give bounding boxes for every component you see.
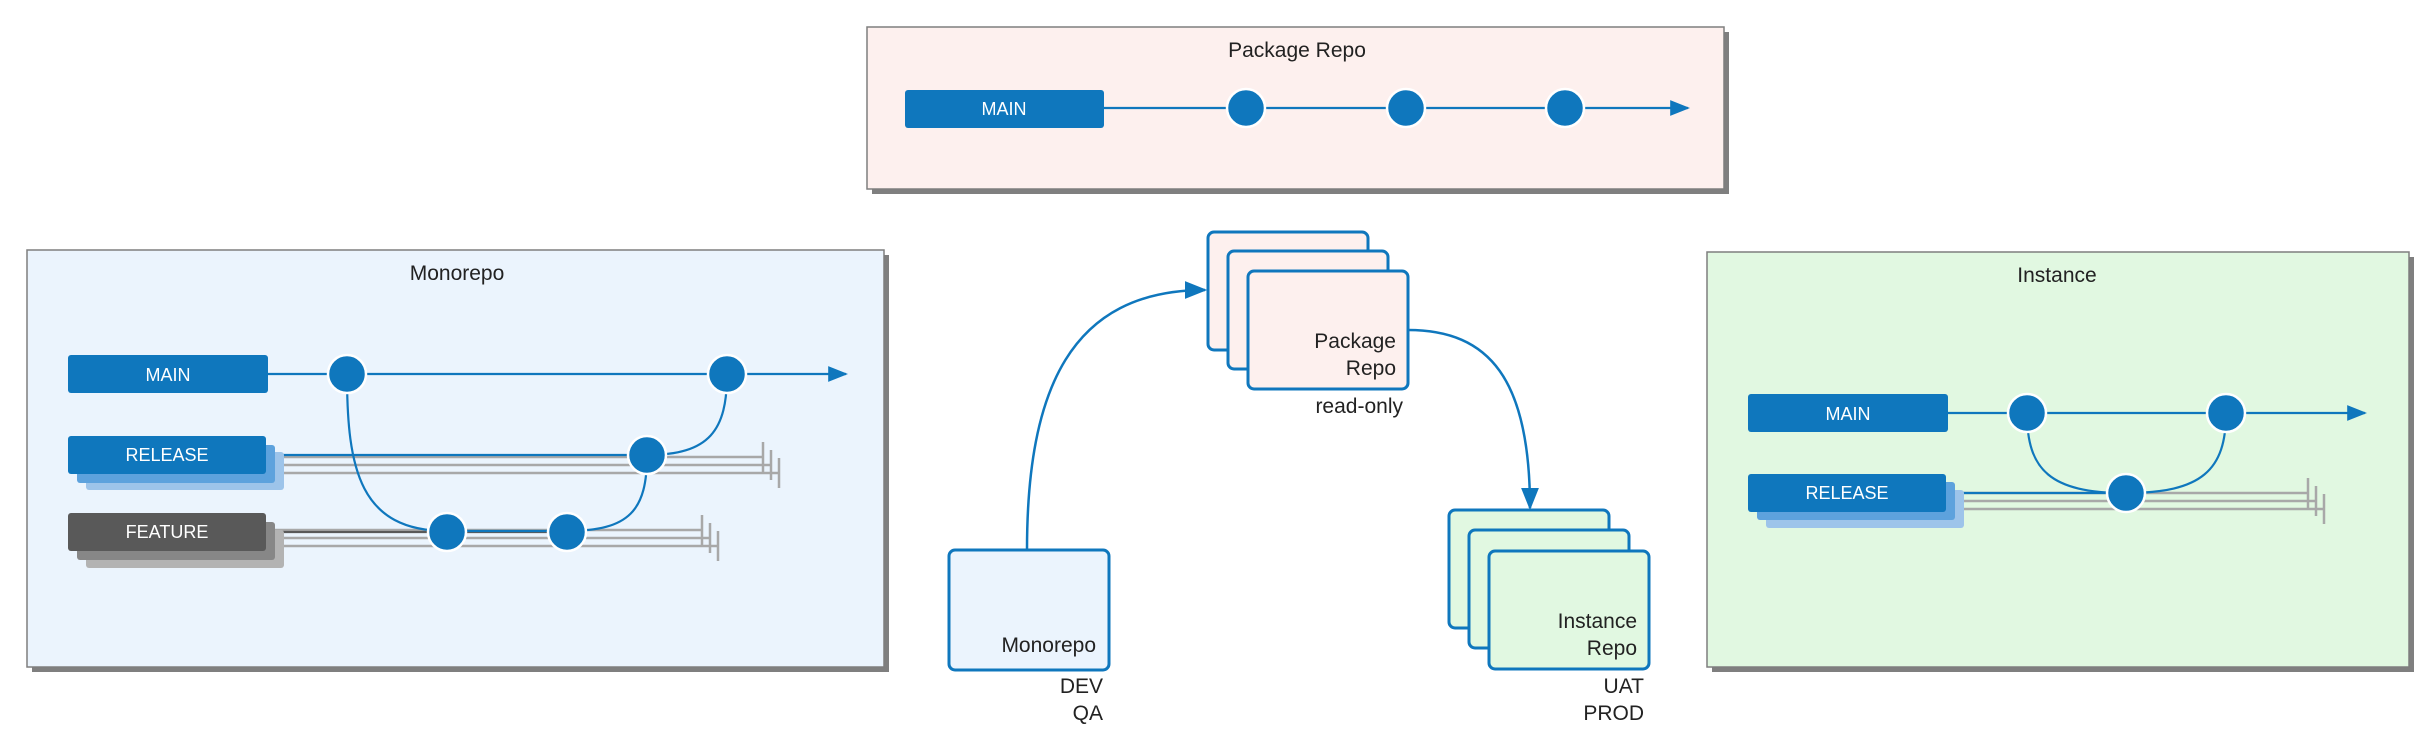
monorepo-repo-box xyxy=(947,548,1111,672)
instance-repo-stack-label-1: Instance xyxy=(1558,610,1637,633)
package-commit-node xyxy=(1544,87,1586,129)
monorepo-release-branch-text: RELEASE xyxy=(125,445,208,465)
monorepo-panel-title: Monorepo xyxy=(410,262,505,285)
release-branch-tracks xyxy=(268,442,781,488)
instance-repo-stack-label-2: Repo xyxy=(1587,637,1637,660)
monorepo-commit-node xyxy=(326,353,368,395)
package-repo-panel-title: Package Repo xyxy=(1228,39,1366,62)
monorepo-commit-node xyxy=(626,434,668,476)
package-repo-panel: Package Repo MAIN xyxy=(866,26,1729,194)
monorepo-commit-node xyxy=(706,353,748,395)
package-commit-node xyxy=(1225,87,1267,129)
flow-arrow-to-instance-repo xyxy=(1407,328,1539,511)
package-main-branch-text: MAIN xyxy=(982,99,1027,119)
instance-panel-title: Instance xyxy=(2017,264,2096,287)
package-repo-read-only-note: read-only xyxy=(1315,395,1403,418)
instance-commit-node xyxy=(2006,392,2048,434)
package-repo-stack-label-1: Package xyxy=(1314,330,1396,353)
monorepo-main-branch-label xyxy=(68,355,268,393)
flow-arrow-to-package-repo xyxy=(1025,281,1208,551)
package-repo-stack-label-2: Repo xyxy=(1346,357,1396,380)
instance-env-prod: PROD xyxy=(1583,702,1644,725)
package-commit-node xyxy=(1385,87,1427,129)
monorepo-panel: Monorepo RELEASE xyxy=(26,249,889,672)
instance-panel: Instance RELEASE MAIN xyxy=(1706,251,2414,672)
monorepo-repo-box-label: Monorepo xyxy=(1001,634,1096,657)
monorepo-feature-branch-label xyxy=(68,513,266,551)
monorepo-env-dev: DEV xyxy=(1060,675,1103,698)
instance-main-branch-text: MAIN xyxy=(1826,404,1871,424)
monorepo-commit-node xyxy=(426,511,468,553)
instance-commit-node xyxy=(2205,392,2247,434)
instance-main-branch-label xyxy=(1748,394,1948,432)
monorepo-commit-node xyxy=(546,511,588,553)
instance-commit-node xyxy=(2105,472,2147,514)
instance-release-branch-text: RELEASE xyxy=(1805,483,1888,503)
monorepo-main-branch-text: MAIN xyxy=(146,365,191,385)
monorepo-env-qa: QA xyxy=(1073,702,1103,725)
monorepo-release-branch-label xyxy=(68,436,266,474)
instance-release-branch-label xyxy=(1748,474,1946,512)
central-flow: Monorepo DEV QA Package Repo read-only I… xyxy=(947,230,1651,725)
instance-repo-stack-front xyxy=(1487,549,1651,671)
package-repo-stack-front xyxy=(1246,269,1410,391)
monorepo-feature-branch-text: FEATURE xyxy=(126,522,209,542)
instance-env-uat: UAT xyxy=(1604,675,1645,698)
package-main-branch-label xyxy=(905,90,1104,128)
